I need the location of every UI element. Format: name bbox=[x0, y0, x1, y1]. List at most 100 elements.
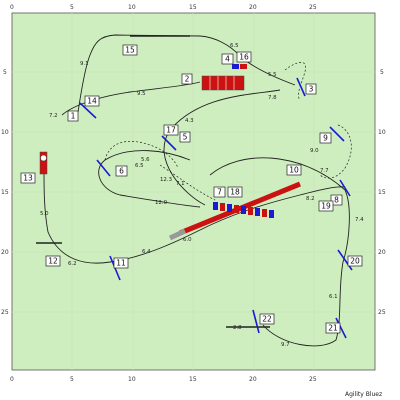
obstacle-number: 5 bbox=[179, 131, 191, 143]
right-axis: 5 10 15 20 25 bbox=[378, 69, 386, 316]
obstacle-number: 20 bbox=[347, 255, 363, 267]
distance-label: 2.8 bbox=[233, 325, 242, 331]
svg-text:15: 15 bbox=[125, 46, 135, 55]
right-tick: 5 bbox=[380, 69, 384, 76]
distance-label: 6.1 bbox=[329, 294, 338, 300]
svg-text:13: 13 bbox=[23, 174, 33, 183]
svg-text:17: 17 bbox=[166, 126, 176, 135]
svg-text:7: 7 bbox=[217, 188, 222, 197]
distance-label: 5.6 bbox=[141, 157, 150, 163]
distance-label: 5.5 bbox=[268, 72, 277, 78]
bottom-tick: 10 bbox=[128, 376, 136, 383]
distance-labels: 9.1 6.5 9.5 5.5 7.8 7.2 4.3 5.6 6.5 12.3… bbox=[40, 43, 364, 348]
bottom-tick: 25 bbox=[309, 376, 317, 383]
svg-text:2: 2 bbox=[185, 75, 190, 84]
distance-label: 7.8 bbox=[268, 95, 277, 101]
obstacle-number: 1 bbox=[67, 110, 79, 122]
alt-path bbox=[104, 62, 352, 201]
svg-text:19: 19 bbox=[321, 202, 331, 211]
svg-text:5: 5 bbox=[183, 133, 188, 142]
left-tick: 10 bbox=[1, 129, 9, 136]
distance-label: 6.2 bbox=[68, 261, 77, 267]
top-tick: 0 bbox=[10, 4, 14, 11]
weave-poles-7-18 bbox=[213, 202, 274, 218]
svg-text:16: 16 bbox=[239, 53, 249, 62]
obstacle-number: 16 bbox=[236, 51, 252, 63]
right-tick: 25 bbox=[378, 309, 386, 316]
top-tick: 10 bbox=[128, 4, 136, 11]
bottom-tick: 0 bbox=[10, 376, 14, 383]
course-field bbox=[11, 12, 376, 371]
left-tick: 25 bbox=[1, 309, 9, 316]
top-tick: 20 bbox=[249, 4, 257, 11]
top-tick: 15 bbox=[189, 4, 197, 11]
distance-label: 7.4 bbox=[355, 217, 364, 223]
obstacle-number: 18 bbox=[227, 186, 243, 198]
distance-label: 12.0 bbox=[155, 200, 168, 206]
bottom-tick: 20 bbox=[249, 376, 257, 383]
distance-label: 9.0 bbox=[310, 148, 319, 154]
svg-text:8: 8 bbox=[334, 196, 339, 205]
right-tick: 15 bbox=[378, 189, 386, 196]
obstacle-number: 9 bbox=[319, 132, 332, 144]
svg-text:1: 1 bbox=[71, 112, 76, 121]
distance-label: 5.0 bbox=[40, 211, 49, 217]
distance-label: 8.2 bbox=[306, 196, 315, 202]
distance-label: 12.3 bbox=[160, 177, 172, 183]
weave-poles-4-16 bbox=[232, 64, 247, 69]
left-axis: 5 10 15 20 25 bbox=[1, 69, 9, 316]
svg-text:6: 6 bbox=[119, 167, 124, 176]
svg-text:10: 10 bbox=[289, 166, 299, 175]
svg-text:11: 11 bbox=[116, 259, 126, 268]
obstacle-number: 2 bbox=[181, 73, 193, 85]
svg-text:12: 12 bbox=[48, 257, 58, 266]
top-tick: 25 bbox=[309, 4, 317, 11]
left-tick: 15 bbox=[1, 189, 9, 196]
obstacle-number: 12 bbox=[45, 255, 61, 267]
dog-walk bbox=[168, 181, 301, 241]
obstacle-number: 10 bbox=[286, 164, 302, 176]
distance-label: 6.5 bbox=[230, 43, 239, 49]
distance-label: 7.2 bbox=[49, 113, 58, 119]
bottom-tick: 15 bbox=[189, 376, 197, 383]
top-axis: 0 5 10 15 20 25 bbox=[10, 4, 317, 11]
tunnel-13 bbox=[39, 151, 48, 175]
svg-text:21: 21 bbox=[328, 324, 338, 333]
obstacle-number: 3 bbox=[305, 83, 317, 95]
svg-text:22: 22 bbox=[262, 315, 272, 324]
svg-text:9: 9 bbox=[323, 134, 328, 143]
right-tick: 20 bbox=[378, 249, 386, 256]
distance-label: 9.7 bbox=[281, 342, 290, 348]
tunnel-2 bbox=[201, 75, 245, 91]
svg-text:20: 20 bbox=[350, 257, 360, 266]
distance-label: 7.1 bbox=[176, 181, 185, 187]
obstacle-number: 8 bbox=[330, 194, 343, 206]
bottom-axis: 0 5 10 15 20 25 bbox=[10, 376, 317, 383]
left-tick: 20 bbox=[1, 249, 9, 256]
bottom-tick: 5 bbox=[70, 376, 74, 383]
obstacle-number: 19 bbox=[318, 200, 334, 212]
distance-label: 6.4 bbox=[142, 249, 151, 255]
svg-text:18: 18 bbox=[230, 188, 240, 197]
left-tick: 5 bbox=[3, 69, 7, 76]
distance-label: 9.1 bbox=[80, 61, 89, 67]
distance-label: 6.0 bbox=[183, 237, 192, 243]
brand-label: Agility Bluez bbox=[345, 391, 382, 398]
svg-text:4: 4 bbox=[225, 55, 230, 64]
obstacle-number: 6 bbox=[115, 165, 128, 177]
top-tick: 5 bbox=[70, 4, 74, 11]
obstacle-number: 22 bbox=[259, 313, 275, 325]
obstacle-number: 21 bbox=[325, 322, 341, 334]
jump-wings bbox=[79, 77, 353, 339]
distance-label: 6.5 bbox=[135, 163, 144, 169]
obstacle-number: 15 bbox=[122, 44, 138, 56]
obstacle-number: 4 bbox=[221, 53, 234, 65]
obstacle-number: 13 bbox=[20, 172, 36, 184]
jumps bbox=[36, 35, 270, 328]
obstacle-number: 17 bbox=[163, 124, 179, 136]
distance-label: 9.5 bbox=[137, 91, 146, 97]
obstacle-number: 14 bbox=[84, 95, 100, 107]
distance-label: 7.7 bbox=[320, 168, 329, 174]
distance-label: 4.3 bbox=[185, 118, 194, 124]
